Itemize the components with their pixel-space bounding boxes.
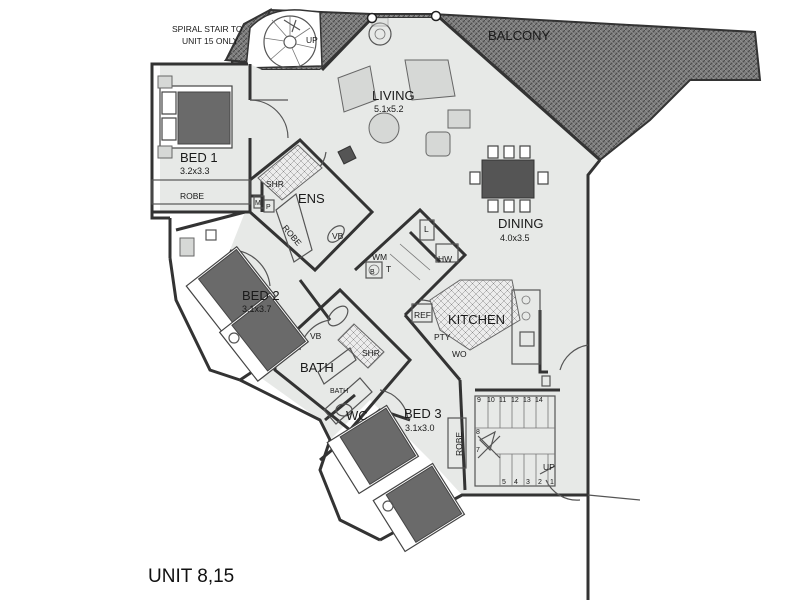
laundry-l-label: L [424, 224, 429, 234]
stair-landing-numbers: 8 7 [476, 429, 480, 454]
wc-label: WC [346, 408, 368, 423]
stair-step-number: 11 [499, 397, 506, 404]
kitchen-label: KITCHEN [448, 312, 505, 327]
kitchen-pantry-label: PTY [434, 332, 451, 342]
stair-step-number: 14 [535, 397, 543, 404]
stair-step-number: 9 [477, 397, 481, 404]
kitchen-fixtures [411, 279, 551, 387]
bed1-size: 3.2x3.3 [180, 166, 210, 176]
kitchen-wall-oven-label: WO [452, 349, 467, 359]
dining-furniture [469, 145, 549, 213]
stair-step-number: 5 [502, 479, 506, 486]
laundry-b-label: B [370, 269, 375, 276]
columns [366, 10, 442, 24]
living-label: LIVING [372, 88, 415, 103]
interior-floor [160, 18, 600, 495]
ensuite-vanity-label: VB [332, 231, 344, 241]
main-stair-up-label: UP [543, 462, 555, 472]
stair-step-number: 2 [538, 479, 542, 486]
ensuite-p-label: P [266, 204, 271, 211]
laundry-wm-label: WM [372, 252, 387, 262]
bath-shower-label: SHR [362, 348, 380, 358]
stair-step-number: 12 [511, 397, 519, 404]
spiral-stair-up-label: UP [306, 35, 318, 45]
bath-tub-label: BATH [330, 388, 348, 395]
stair-step-number: 4 [514, 479, 518, 486]
stair-step-number: 10 [487, 397, 495, 404]
stair-step-number: 13 [523, 397, 531, 404]
bath-fixtures [317, 305, 385, 425]
balcony-label: BALCONY [488, 28, 550, 43]
bed3-size: 3.1x3.0 [405, 423, 435, 433]
bed1-label: BED 1 [180, 150, 218, 165]
kitchen-ref-label: REF [414, 310, 431, 320]
spiral-stair-note-line2: UNIT 15 ONLY [182, 36, 239, 46]
dining-size: 4.0x3.5 [500, 233, 530, 243]
living-size: 5.1x5.2 [374, 104, 404, 114]
unit-title: UNIT 8,15 [148, 566, 234, 587]
bed2-size: 3.1x3.7 [242, 304, 272, 314]
bed2-furniture [179, 229, 310, 382]
bed3-robe-label: ROBE [454, 432, 464, 456]
bed3-label: BED 3 [404, 406, 442, 421]
stair-step-number: 8 [476, 429, 480, 436]
living-furniture [337, 17, 471, 165]
dining-label: DINING [498, 216, 544, 231]
main-stair [474, 395, 556, 487]
stair-step-number: 7 [476, 447, 480, 454]
laundry-t-label: T [386, 264, 391, 274]
ensuite-m-label: M [255, 200, 261, 207]
ensuite-shower-label: SHR [266, 179, 284, 189]
bed3-furniture [326, 404, 467, 553]
ensuite-label: ENS [298, 191, 325, 206]
spiral-stair [245, 9, 323, 69]
stair-upper-step-numbers: 9 10 11 12 13 14 [477, 397, 543, 404]
laundry-fixtures [365, 219, 459, 281]
stair-lower-step-numbers: 5 4 3 2 1 [502, 479, 554, 486]
bath-label: BATH [300, 360, 334, 375]
laundry-hw-label: HW [438, 254, 452, 264]
bath-vanity-label: VB [310, 331, 322, 341]
bed1-robe-label: ROBE [180, 191, 204, 201]
bed1-furniture [151, 75, 251, 205]
stair-step-number: 3 [526, 479, 530, 486]
spiral-stair-note-line1: SPIRAL STAIR TO [172, 24, 243, 34]
ensuite-fixtures [253, 144, 345, 263]
stair-step-number: 1 [550, 479, 554, 486]
bed2-label: BED 2 [242, 288, 280, 303]
